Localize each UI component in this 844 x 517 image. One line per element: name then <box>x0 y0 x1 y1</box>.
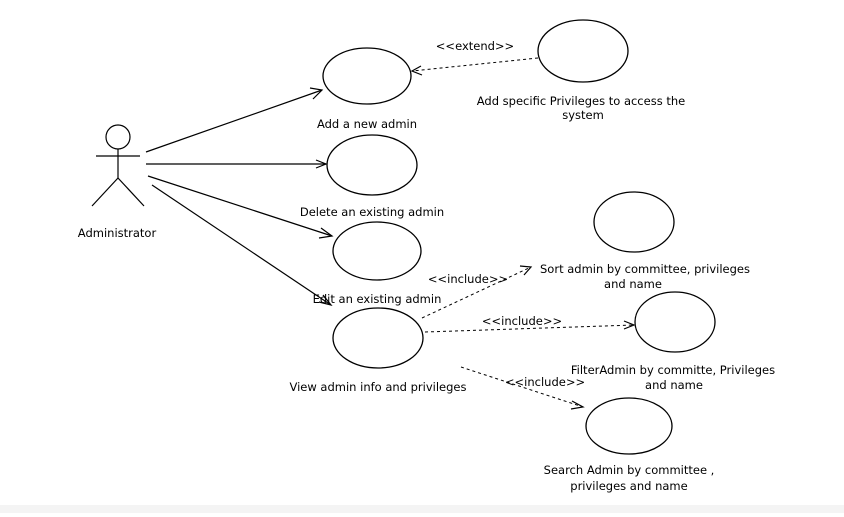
include-filter-arrowhead <box>623 320 636 330</box>
edit-admin-label: Edit an existing admin <box>313 292 442 306</box>
filter-admin-ellipse <box>634 291 716 353</box>
search-admin-label-line1: Search Admin by committee , <box>544 463 715 477</box>
include-search-arrowhead <box>570 400 585 410</box>
delete-admin-ellipse <box>326 134 418 196</box>
actor-head <box>105 124 131 150</box>
include-sort-stereotype: <<include>> <box>428 272 508 286</box>
extend-dashed-line <box>411 57 539 72</box>
associations <box>145 87 334 307</box>
sort-admin-ellipse <box>593 191 675 253</box>
extend-arrowhead <box>410 65 423 76</box>
extend-stereotype: <<extend>> <box>436 39 514 53</box>
view-admin-label: View admin info and privileges <box>289 380 466 394</box>
filter-admin-label-line2: and name <box>645 378 703 392</box>
add-privileges-label-line2: system <box>562 108 604 122</box>
include-filter-dashed-line <box>424 324 635 333</box>
include-sort-arrowhead <box>519 265 533 276</box>
include-search-relationship: <<include>> <box>460 366 585 410</box>
association-delete-admin-arrowhead <box>315 159 328 169</box>
filter-admin-label-line1: FilterAdmin by committe, Privileges <box>571 363 775 377</box>
association-view-admin-arrowhead <box>318 294 333 307</box>
include-filter-relationship: <<include>> <box>424 314 636 333</box>
association-view-admin <box>151 184 332 306</box>
association-edit-admin-arrowhead <box>318 227 334 239</box>
actor-label: Administrator <box>78 226 157 240</box>
association-edit-admin <box>147 175 333 237</box>
view-admin-ellipse <box>332 307 424 369</box>
actor-right-leg <box>117 177 145 207</box>
use-case-edit-admin: Edit an existing admin <box>313 221 442 306</box>
add-privileges-ellipse <box>537 19 629 83</box>
delete-admin-label: Delete an existing admin <box>300 205 444 219</box>
use-case-sort-admin: Sort admin by committee, privileges and … <box>540 191 750 291</box>
use-case-view-admin: View admin info and privileges <box>289 307 467 394</box>
include-filter-stereotype: <<include>> <box>482 314 562 328</box>
include-sort-relationship: <<include>> <box>421 265 533 319</box>
search-admin-label-line2: privileges and name <box>570 479 687 493</box>
search-admin-ellipse <box>585 397 673 455</box>
include-sort-dashed-line <box>421 266 532 319</box>
extend-relationship: <<extend>> <box>410 39 539 76</box>
association-add-admin-arrowhead <box>309 87 324 100</box>
bottom-strip <box>0 505 844 513</box>
actor-left-leg <box>91 177 119 207</box>
sort-admin-label-line1: Sort admin by committee, privileges <box>540 262 750 276</box>
add-admin-ellipse <box>322 47 412 105</box>
use-case-add-privileges: Add specific Privileges to access the sy… <box>477 19 685 122</box>
use-case-delete-admin: Delete an existing admin <box>300 134 444 219</box>
edit-admin-ellipse <box>332 221 422 281</box>
include-search-stereotype: <<include>> <box>505 375 585 389</box>
association-add-admin <box>145 89 323 153</box>
use-case-search-admin: Search Admin by committee , privileges a… <box>544 397 715 493</box>
use-case-filter-admin: FilterAdmin by committe, Privileges and … <box>571 291 775 392</box>
add-admin-label: Add a new admin <box>317 117 417 131</box>
add-privileges-label-line1: Add specific Privileges to access the <box>477 94 685 108</box>
sort-admin-label-line2: and name <box>604 277 662 291</box>
use-case-add-admin: Add a new admin <box>317 47 417 131</box>
administrator-actor: Administrator <box>78 124 157 240</box>
